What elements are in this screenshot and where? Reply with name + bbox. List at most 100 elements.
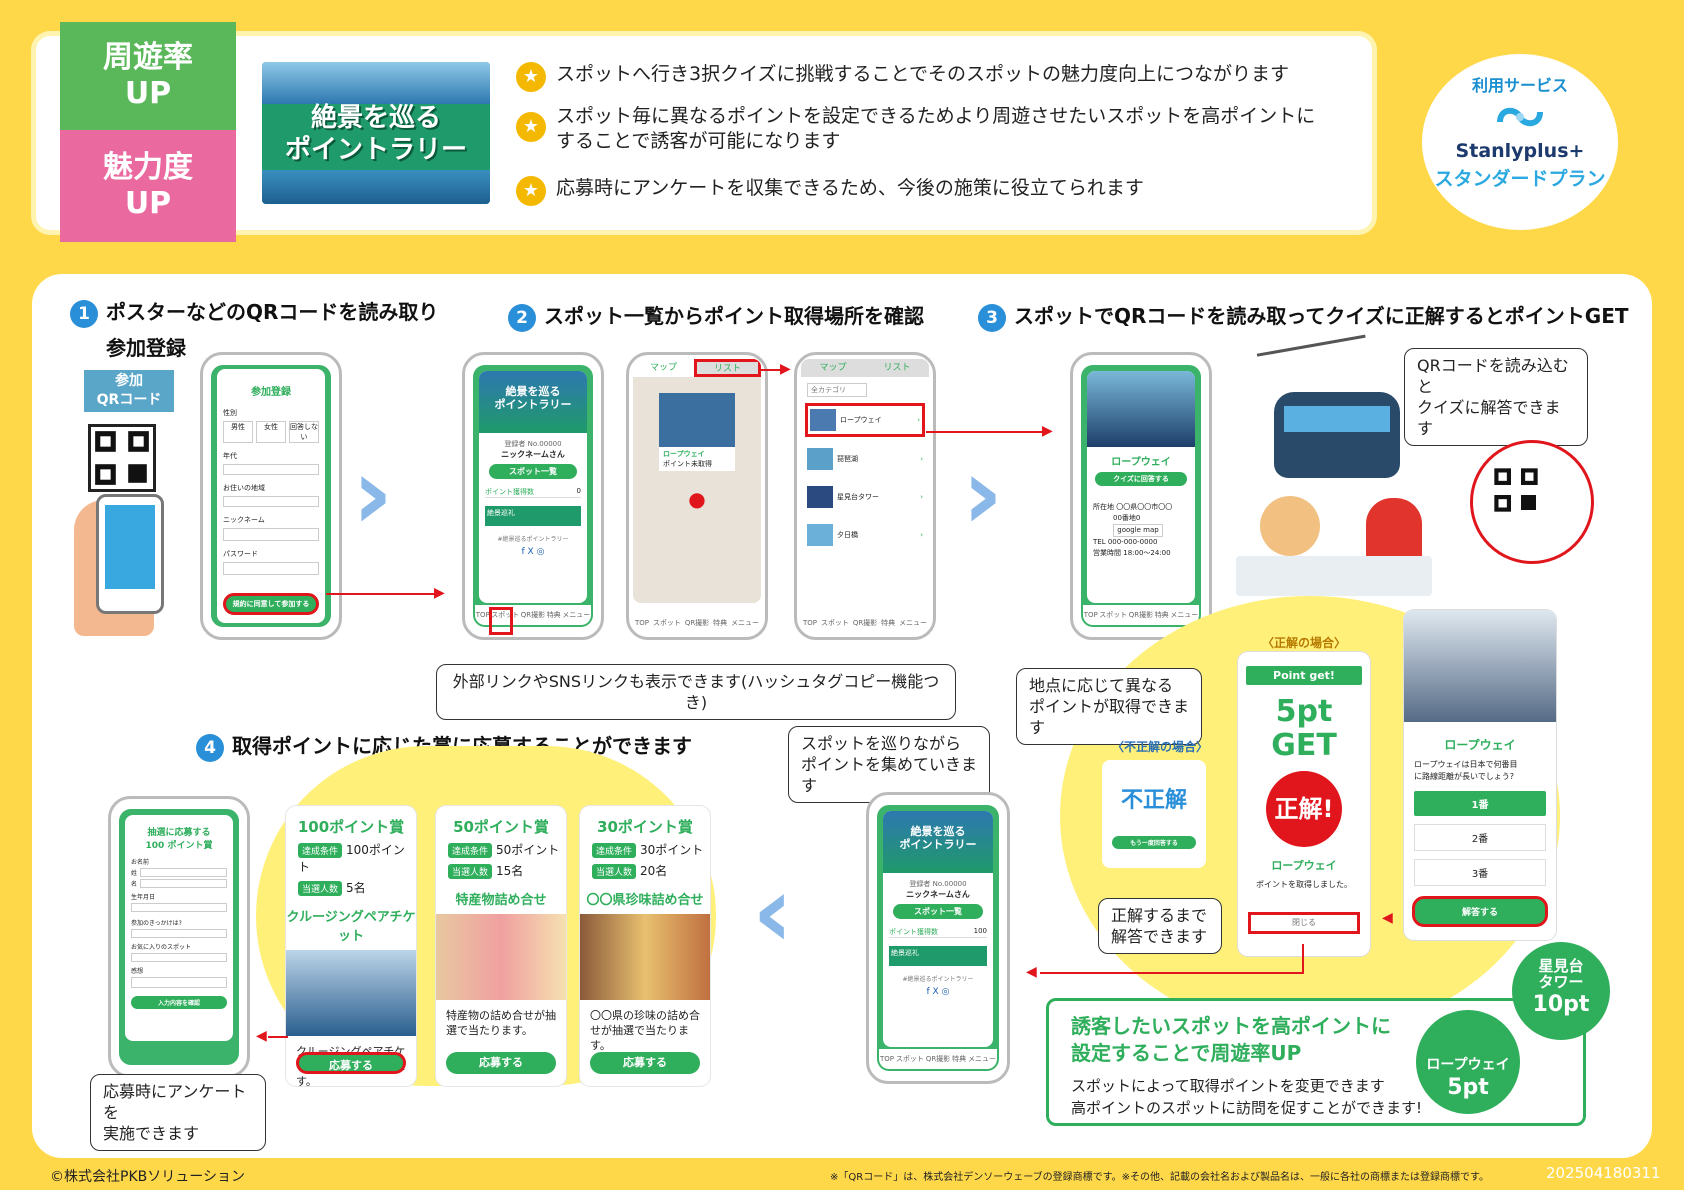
- quiz-option-2[interactable]: 2番: [1414, 824, 1546, 851]
- retry-button[interactable]: もう一度回答する: [1112, 836, 1196, 849]
- correct-stamp: 正解!: [1266, 771, 1342, 847]
- close-button[interactable]: 閉じる: [1248, 912, 1360, 934]
- apply-button-100[interactable]: 応募する: [296, 1052, 406, 1074]
- red-arrow: [268, 1036, 288, 1038]
- incorrect-card: 不正解 もう一度回答する: [1102, 760, 1206, 868]
- password-input[interactable]: [223, 562, 319, 575]
- star-icon: ★: [516, 112, 546, 142]
- red-arrow-head: ▶: [780, 361, 791, 377]
- callout-qr: QRコードを読み込むとクイズに解答できます: [1404, 348, 1588, 446]
- correct-label: 〈正解の場合〉: [1262, 636, 1347, 650]
- star-icon: ★: [516, 62, 546, 92]
- reason-select[interactable]: [131, 929, 227, 938]
- red-arrow-head: ▶: [1042, 423, 1053, 439]
- category-select[interactable]: 全カテゴリ: [807, 383, 867, 397]
- quiz-button[interactable]: クイズに回答する: [1095, 472, 1187, 486]
- red-arrow: [926, 431, 1046, 433]
- spot-list-button[interactable]: スポット一覧: [893, 904, 983, 919]
- area-select[interactable]: [223, 496, 319, 507]
- list-item[interactable]: 星見台タワー›: [807, 481, 923, 513]
- first-name-input[interactable]: [140, 879, 227, 888]
- red-arrow-head: ▶: [434, 585, 445, 601]
- red-arrow: [1040, 972, 1304, 974]
- list-item[interactable]: 琵琶湖›: [807, 443, 923, 475]
- apply-button-30[interactable]: 応募する: [590, 1052, 700, 1074]
- phone-registration: 参加登録 性別 男性女性回答しない 年代 お住いの地域 ニックネーム パスワード…: [200, 352, 342, 640]
- stanly-logo-icon: [1497, 107, 1543, 127]
- tab-map[interactable]: マップ: [633, 359, 694, 377]
- confirm-button[interactable]: 入力内容を確認: [131, 996, 227, 1009]
- list-item[interactable]: 夕日橋›: [807, 519, 923, 551]
- quiz-option-3[interactable]: 3番: [1414, 859, 1546, 886]
- service-badge: 利用サービス Stanlyplus+ スタンダードプラン: [1422, 54, 1618, 230]
- phone-home: 絶景を巡るポイントラリー 登録者 No.00000 ニックネームさん スポット一…: [462, 352, 604, 640]
- qr-code-icon: [88, 424, 156, 492]
- red-arrow-head: ◀: [1382, 910, 1393, 926]
- agree-join-button[interactable]: 規約に同意して参加する: [223, 593, 319, 615]
- submit-answer-button[interactable]: 解答する: [1412, 896, 1548, 927]
- callout-survey: 応募時にアンケートを実施できます: [90, 1074, 266, 1151]
- age-select[interactable]: [223, 464, 319, 475]
- blue-arrow-right: ›: [352, 435, 394, 552]
- last-name-input[interactable]: [140, 868, 227, 877]
- map-pin-icon[interactable]: ●: [688, 487, 706, 511]
- phone-apply: 抽選に応募する 100 ポイント賞 お名前 姓 名 生年月日 参加のきっかけは?…: [108, 796, 250, 1078]
- callout-points-diff: 地点に応じて異なるポイントが取得できます: [1016, 668, 1202, 745]
- hand-phone: [96, 494, 164, 614]
- red-arrow: [1302, 944, 1304, 972]
- sns-icons[interactable]: f X ◎: [521, 547, 545, 557]
- trademark-notice: ※「QRコード」は、株式会社デンソーウェーブの登録商標です。※その他、記載の会社…: [830, 1172, 1489, 1183]
- red-arrow: [758, 369, 784, 371]
- blue-arrow-left: ›: [752, 853, 794, 970]
- sns-icons[interactable]: f X ◎: [926, 987, 950, 997]
- top-banner: [36, 36, 1372, 230]
- red-arrow-head: ◀: [256, 1028, 267, 1044]
- tab-list[interactable]: リスト: [694, 359, 761, 377]
- callout-retry: 正解するまで解答できます: [1098, 898, 1222, 954]
- blue-arrow-right: ›: [962, 435, 1004, 552]
- phone-home-points: 絶景を巡るポイントラリー 登録者 No.00000 ニックネームさん スポット一…: [866, 792, 1010, 1084]
- red-arrow: [326, 593, 436, 595]
- feature-2: ★スポット毎に異なるポイントを設定できるためより周遊させたいスポットを高ポイント…: [516, 104, 1350, 154]
- feature-1: ★スポットへ行き3択クイズに挑戦することでそのスポットの魅力度向上につながります: [516, 62, 1350, 92]
- qr-code-icon: [1494, 468, 1538, 512]
- staff-person: [1260, 496, 1320, 556]
- list-item[interactable]: ロープウェイ›: [805, 403, 925, 437]
- comment-input[interactable]: [131, 977, 227, 988]
- favorite-spot-select[interactable]: [131, 953, 227, 962]
- quiz-card: ロープウェイ ロープウェイは日本で何番目に路線距離が長いでしょう? 1番 2番 …: [1404, 610, 1556, 940]
- google-map-button[interactable]: google map: [1113, 524, 1163, 537]
- nickname-input[interactable]: [223, 528, 319, 541]
- birthdate-input[interactable]: [131, 903, 227, 912]
- hero-image: 絶景を巡るポイントラリー: [262, 62, 490, 204]
- star-icon: ★: [516, 176, 546, 206]
- callout-sns: 外部リンクやSNSリンクも表示できます(ハッシュタグコピー機能つき): [436, 664, 956, 720]
- phone-spot-detail: ロープウェイ クイズに回答する 所在地 〇〇県〇〇市〇〇 00番地0 googl…: [1070, 352, 1212, 640]
- red-arrow-head: ◀: [1026, 964, 1037, 980]
- feature-3: ★応募時にアンケートを収集できるため、今後の施策に役立てられます: [516, 176, 1350, 206]
- spot-list-button[interactable]: スポット一覧: [489, 464, 577, 479]
- quiz-option-1[interactable]: 1番: [1414, 791, 1546, 816]
- qr-zoom-circle: [1470, 440, 1594, 564]
- apply-button-50[interactable]: 応募する: [446, 1052, 556, 1074]
- counter-graphic: [1236, 556, 1432, 596]
- gondola-graphic: [1274, 392, 1400, 478]
- copyright: ©株式会社PKBソリューション: [50, 1169, 245, 1185]
- spot-nav-highlight: [489, 607, 513, 635]
- callout-collect: スポットを巡りながらポイントを集めていきます: [788, 726, 990, 803]
- incorrect-label: 〈不正解の場合〉: [1112, 740, 1209, 754]
- correct-card: Point get! 5pt GET 正解! ロープウェイ ポイントを取得しまし…: [1238, 652, 1370, 956]
